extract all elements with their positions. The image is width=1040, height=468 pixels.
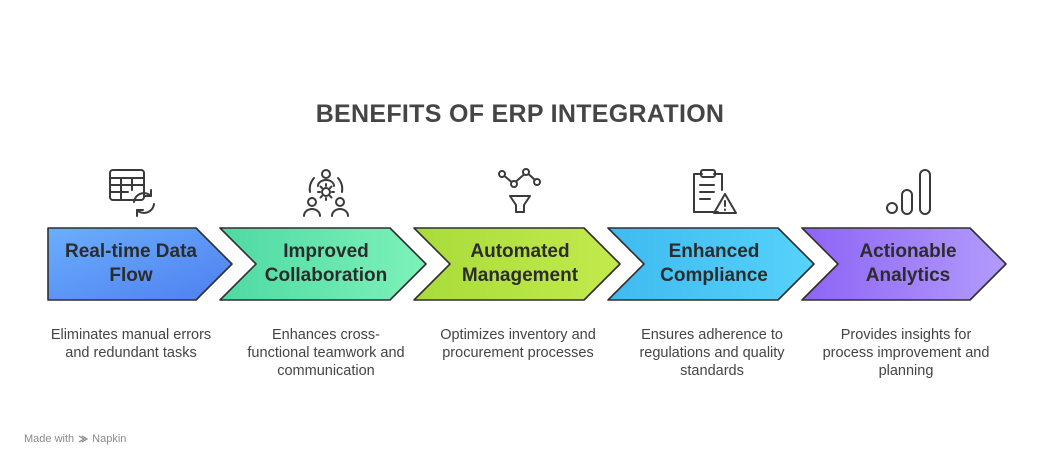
step-description: Provides insights for process improvemen… — [822, 327, 990, 379]
team-gear-icon — [300, 166, 352, 218]
clipboard-warning-icon — [688, 166, 740, 218]
step-description: Ensures adherence to regulations and qua… — [639, 327, 785, 379]
step-label: Real-time Data Flow — [65, 241, 197, 286]
funnel-network-icon — [494, 166, 546, 218]
footer-prefix: Made with — [24, 433, 75, 445]
napkin-logo-icon — [78, 435, 89, 443]
step-arrow-actionable-analytics — [801, 227, 1007, 301]
step-label: Automated Management — [461, 241, 579, 286]
step-description: Eliminates manual errors and redundant t… — [50, 327, 212, 361]
step-arrow-improved-collaboration — [219, 227, 427, 301]
step-description: Enhances cross-functional teamwork and c… — [247, 327, 405, 379]
step-description: Optimizes inventory and procurement proc… — [440, 327, 596, 361]
made-with-footer: Made with Napkin — [24, 433, 126, 445]
diagram-title: BENEFITS OF ERP INTEGRATION — [315, 100, 725, 128]
step-arrow-automated-management — [413, 227, 621, 301]
step-arrow-real-time-data-flow — [47, 227, 233, 301]
table-refresh-icon — [104, 166, 156, 218]
signal-bars-icon — [882, 166, 934, 218]
step-label: Improved Collaboration — [264, 241, 388, 286]
footer-brand: Napkin — [92, 433, 127, 445]
step-label: Actionable Analytics — [859, 241, 957, 286]
step-label: Enhanced Compliance — [660, 241, 768, 286]
step-arrow-enhanced-compliance — [607, 227, 815, 301]
